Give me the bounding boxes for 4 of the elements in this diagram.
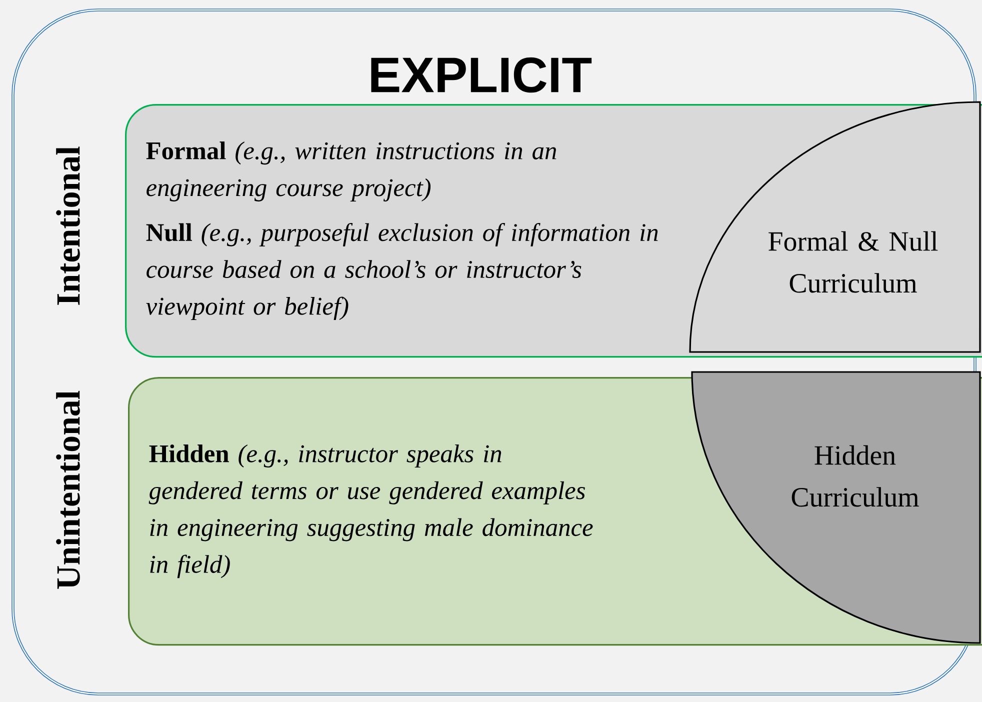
- side-label: Intentional: [56, 146, 80, 305]
- title: EXPLICIT: [371, 57, 592, 93]
- node-label: Formal & Null Curriculum: [768, 231, 938, 293]
- side-label: Unintentional: [56, 390, 80, 589]
